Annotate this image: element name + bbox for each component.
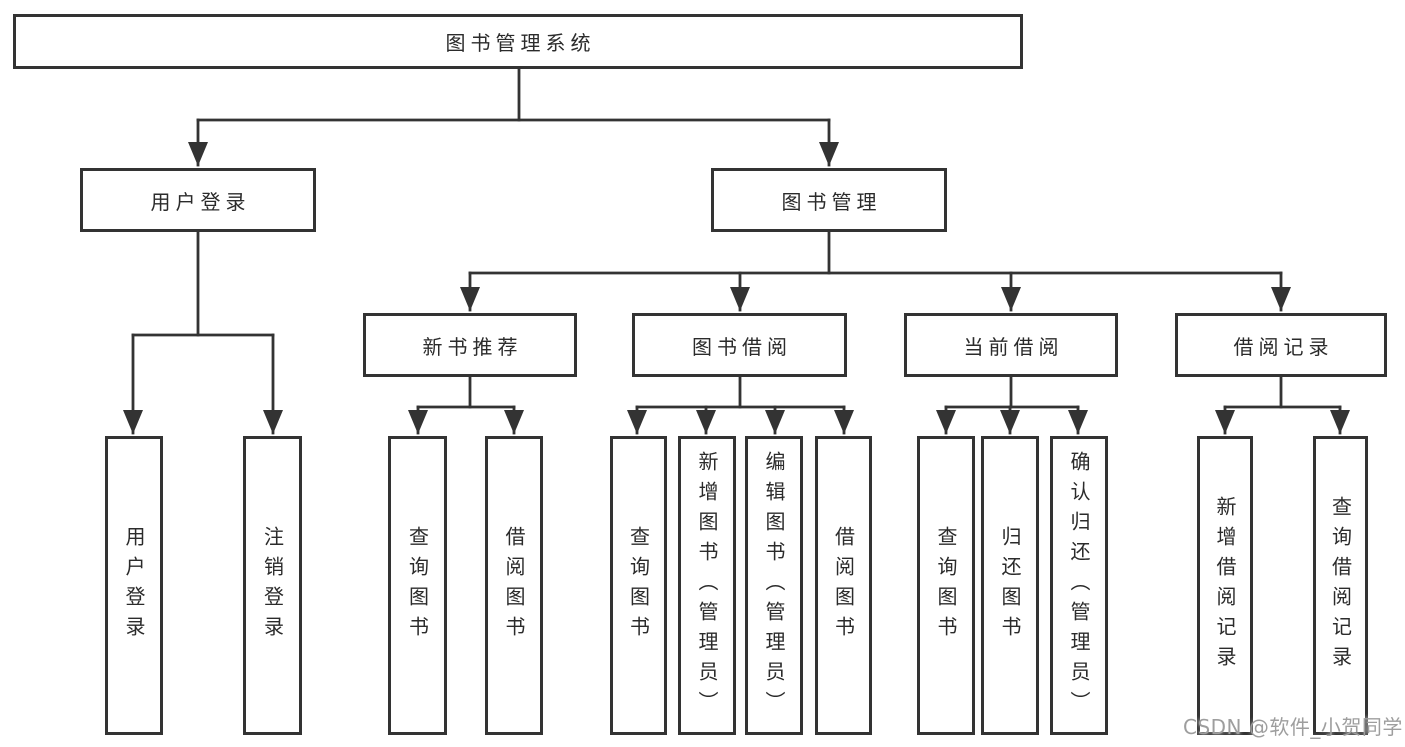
leaf-borrow-books-borrow: 借阅图书 xyxy=(815,436,872,735)
csdn-watermark: CSDN @软件_小贺同学 xyxy=(1183,715,1403,739)
connector-book-management-to-level3 xyxy=(460,230,1291,312)
connector-book-borrow-to-leaves xyxy=(627,375,854,435)
leaf-borrow-books-newbook: 借阅图书 xyxy=(485,436,543,735)
leaf-return-book: 归还图书 xyxy=(981,436,1039,735)
leaf-query-borrow-record: 查询借阅记录 xyxy=(1313,436,1368,735)
leaf-confirm-return-admin: 确认归还（管理员） xyxy=(1050,436,1108,735)
connector-root-to-level2 xyxy=(188,67,839,167)
leaf-query-books-borrow: 查询图书 xyxy=(610,436,667,735)
node-new-book-recommendation: 新书推荐 xyxy=(363,313,577,377)
connector-current-borrow-to-leaves xyxy=(936,375,1088,435)
connector-user-login-to-leaves xyxy=(123,230,283,435)
node-book-management: 图书管理 xyxy=(711,168,947,232)
connector-borrow-records-to-leaves xyxy=(1215,375,1350,435)
leaf-user-login: 用户登录 xyxy=(105,436,163,735)
node-current-borrowing: 当前借阅 xyxy=(904,313,1118,377)
leaf-logout: 注销登录 xyxy=(243,436,302,735)
leaf-query-books-newbook: 查询图书 xyxy=(388,436,447,735)
node-library-management-system: 图书管理系统 xyxy=(13,14,1023,69)
node-user-login: 用户登录 xyxy=(80,168,316,232)
leaf-add-borrow-record: 新增借阅记录 xyxy=(1197,436,1253,735)
leaf-add-book-admin: 新增图书（管理员） xyxy=(678,436,736,735)
leaf-edit-book-admin: 编辑图书（管理员） xyxy=(745,436,803,735)
leaf-query-books-current: 查询图书 xyxy=(917,436,975,735)
node-book-borrowing: 图书借阅 xyxy=(632,313,847,377)
node-borrowing-records: 借阅记录 xyxy=(1175,313,1387,377)
connector-new-book-to-leaves xyxy=(408,375,524,435)
